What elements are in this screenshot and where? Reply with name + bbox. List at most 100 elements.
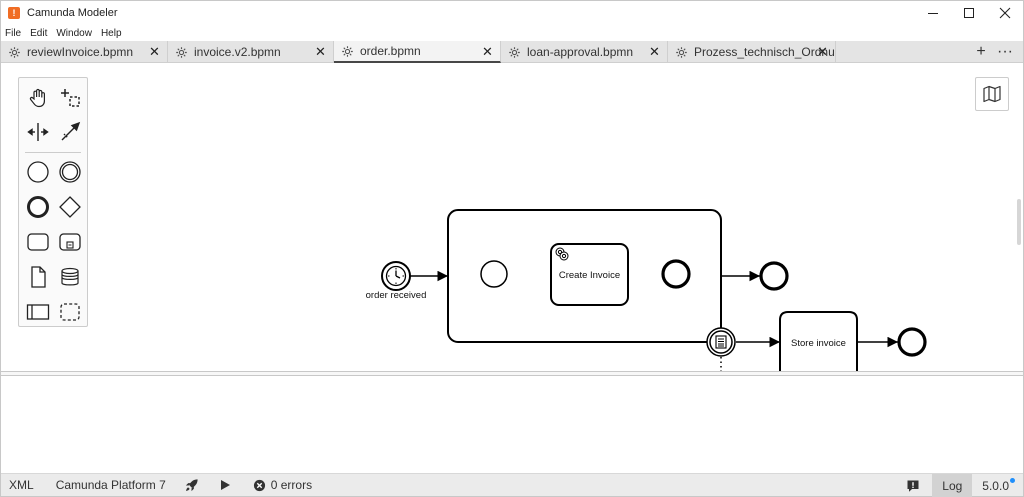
tab-prozess-technisch[interactable]: Prozess_technisch_Ordnu ✕: [668, 41, 836, 63]
task-store-invoice-label: Store invoice: [791, 338, 846, 349]
start-event-icon: [27, 161, 49, 183]
gear-icon: [176, 46, 187, 58]
maximize-icon: [964, 8, 974, 18]
create-pool[interactable]: [24, 298, 52, 326]
end-event[interactable]: [759, 261, 789, 291]
create-task[interactable]: [24, 228, 52, 256]
intermediate-event-icon: [59, 161, 81, 183]
menu-bar: File Edit Window Help: [1, 25, 131, 41]
create-start-event[interactable]: [24, 158, 52, 186]
format-indicator[interactable]: XML: [9, 478, 34, 492]
maximize-button[interactable]: [951, 1, 987, 25]
palette-separator: [25, 152, 81, 153]
bpmn-canvas[interactable]: order received Create Invoice: [1, 64, 1023, 371]
connect-tool[interactable]: [56, 118, 84, 146]
hand-tool[interactable]: [24, 84, 52, 112]
start-timer-event[interactable]: [381, 261, 411, 291]
data-store-icon: [61, 267, 79, 286]
create-group[interactable]: [56, 298, 84, 326]
errors-count: 0 errors: [270, 478, 313, 492]
more-tabs-button[interactable]: ···: [997, 43, 1013, 60]
tab-label: loan-approval.bpmn: [527, 45, 634, 59]
tab-bar: reviewInvoice.bpmn ✕ invoice.v2.bpmn ✕ o…: [1, 41, 1023, 63]
tab-close-button[interactable]: ✕: [315, 43, 326, 59]
task-store-invoice[interactable]: [779, 311, 858, 371]
pool-icon: [26, 304, 50, 320]
error-icon: [253, 479, 265, 491]
run-button[interactable]: [207, 474, 239, 497]
space-tool-icon: [27, 123, 49, 141]
menu-edit[interactable]: Edit: [30, 27, 48, 39]
add-tab-button[interactable]: +: [976, 43, 986, 60]
status-bar-right: Log 5.0.0: [894, 474, 1023, 497]
tab-label: invoice.v2.bpmn: [194, 45, 281, 59]
log-toggle-button[interactable]: Log: [932, 474, 973, 497]
menu-window[interactable]: Window: [56, 27, 92, 39]
title-bar: ! Camunda Modeler: [1, 1, 1023, 25]
tab-label: order.bpmn: [360, 44, 421, 58]
properties-panel-handle[interactable]: [1017, 199, 1021, 245]
play-icon: [220, 480, 230, 490]
group-icon: [60, 303, 80, 321]
version-indicator[interactable]: 5.0.0: [972, 474, 1023, 497]
create-data-object[interactable]: [24, 263, 52, 291]
minimize-button[interactable]: [915, 1, 951, 25]
window-controls: [915, 1, 1023, 25]
space-tool[interactable]: [24, 118, 52, 146]
close-window-button[interactable]: [987, 1, 1023, 25]
feedback-button[interactable]: [894, 474, 932, 497]
start-event-label: order received: [366, 290, 427, 301]
deploy-button[interactable]: [174, 474, 207, 497]
lasso-tool-icon: [61, 89, 80, 107]
rocket-icon: [185, 478, 198, 491]
inner-end-event[interactable]: [661, 259, 691, 289]
map-icon: [983, 85, 1001, 103]
engine-platform-selector[interactable]: Camunda Platform 7: [55, 478, 166, 492]
palette: [18, 77, 88, 327]
tab-close-button[interactable]: ✕: [149, 43, 160, 59]
create-intermediate-event[interactable]: [56, 158, 84, 186]
tab-review-invoice[interactable]: reviewInvoice.bpmn ✕: [1, 41, 168, 63]
errors-indicator[interactable]: 0 errors: [239, 474, 320, 497]
close-icon: [999, 7, 1011, 19]
tab-invoice-v2[interactable]: invoice.v2.bpmn ✕: [168, 41, 334, 63]
menu-file[interactable]: File: [5, 27, 22, 39]
create-subprocess[interactable]: [56, 228, 84, 256]
tab-loan-approval[interactable]: loan-approval.bpmn ✕: [501, 41, 668, 63]
gear-icon: [676, 46, 687, 58]
final-end-event[interactable]: [897, 327, 927, 357]
tab-close-button[interactable]: ✕: [649, 43, 660, 59]
panel-resize-handle[interactable]: [1, 371, 1023, 376]
task-create-invoice[interactable]: [550, 243, 629, 306]
bpmn-diagram: order received Create Invoice: [366, 209, 927, 371]
tab-close-button[interactable]: ✕: [482, 43, 493, 59]
camunda-app-icon: !: [8, 7, 20, 19]
inner-start-event[interactable]: [480, 260, 508, 288]
tab-order[interactable]: order.bpmn ✕: [334, 41, 501, 63]
service-task-gear-icon: [555, 247, 569, 261]
task-create-invoice-label: Create Invoice: [559, 270, 620, 281]
tab-close-button[interactable]: ✕: [817, 43, 828, 59]
data-object-icon: [31, 266, 46, 288]
create-end-event[interactable]: [24, 193, 52, 221]
boundary-conditional-event[interactable]: [706, 327, 736, 357]
gear-icon: [509, 46, 520, 58]
create-data-store[interactable]: [56, 263, 84, 291]
update-available-dot: [1010, 478, 1015, 483]
gear-icon: [342, 45, 353, 57]
lasso-tool[interactable]: [56, 84, 84, 112]
tab-label: reviewInvoice.bpmn: [27, 45, 134, 59]
menu-help[interactable]: Help: [100, 27, 122, 39]
create-gateway[interactable]: [56, 193, 84, 221]
feedback-icon: [907, 480, 919, 492]
minimize-icon: [928, 13, 938, 14]
version-text: 5.0.0: [982, 478, 1009, 493]
minimap-toggle-button[interactable]: [975, 77, 1009, 111]
gear-icon: [9, 46, 20, 58]
task-icon: [27, 233, 49, 251]
hand-tool-icon: [29, 88, 45, 108]
tab-label: Prozess_technisch_Ordnu: [694, 45, 835, 59]
tab-actions: + ···: [969, 41, 1017, 63]
gateway-icon: [59, 196, 81, 218]
